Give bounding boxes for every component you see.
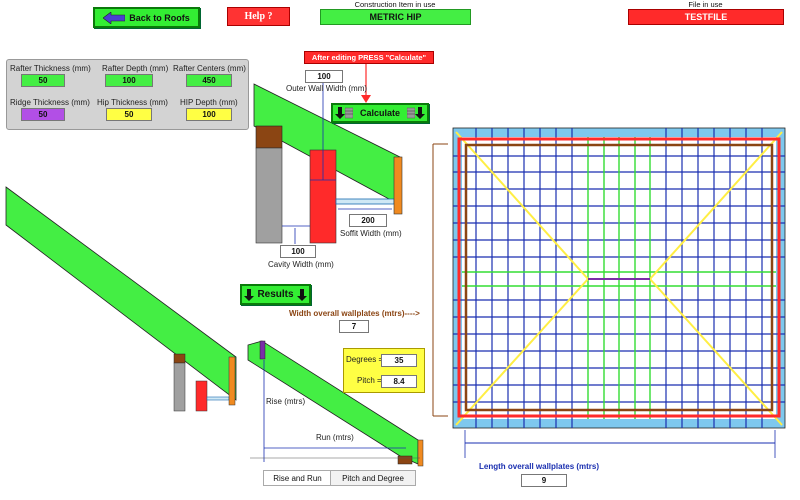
rafter-thickness-input[interactable]: 50 [21,74,65,87]
file-caption: File in use [688,0,723,9]
file-in-use-display: TESTFILE [628,9,784,25]
roof-plan [452,127,786,429]
back-to-roofs-label: Back to Roofs [129,12,190,23]
rafter-centers-input[interactable]: 450 [186,74,232,87]
spring-icon [345,107,353,119]
width-overall-label: Width overall wallplates (mtrs)----> [289,309,420,318]
results-button[interactable]: Results [240,284,311,305]
back-to-roofs-button[interactable]: Back to Roofs [93,7,200,28]
degrees-label: Degrees = [346,355,384,364]
detail-soffit [335,198,395,205]
run-label: Run (mtrs) [316,433,354,442]
detail-fascia [393,156,403,215]
detail-wallplate [255,125,283,149]
hip-thickness-input[interactable]: 50 [106,108,152,121]
rise-label: Rise (mtrs) [266,397,306,406]
help-label: Help ? [244,11,273,22]
soffit-width-input[interactable]: 200 [349,214,387,227]
results-label: Results [257,289,294,300]
pitch-results-panel: Degrees = 35 Pitch = 8.4 [343,348,425,393]
hip-depth-label: HIP Depth (mm) [180,98,238,107]
cavity-width-label: Cavity Width (mm) [268,260,334,269]
detail-inner-wall [255,147,283,244]
construction-item-display: METRIC HIP [320,9,471,25]
arrow-down-icon [297,288,307,301]
arrow-left-icon [103,11,126,24]
ridge-thickness-label: Ridge Thickness (mm) [10,98,90,107]
pitch-label: Pitch = [357,376,382,385]
ridge-thickness-input[interactable]: 50 [21,108,65,121]
hip-thickness-label: Hip Thickness (mm) [97,98,168,107]
hip-depth-input[interactable]: 100 [186,108,232,121]
tab-pitch-and-degree[interactable]: Pitch and Degree [330,470,416,486]
rafter-depth-label: Rafter Depth (mm) [102,64,169,73]
outer-wall-width-label: Outer Wall Width (mm) [286,84,368,93]
length-overall-value: 9 [521,474,567,487]
length-overall-label: Length overall wallplates (mtrs) [479,462,600,471]
construction-caption: Construction Item in use [354,0,436,9]
arrow-down-icon [335,107,345,119]
edit-note-banner: After editing PRESS "Calculate" [304,51,434,64]
spring-icon [407,107,415,119]
arrow-down-icon [415,107,425,119]
soffit-width-label: Soffit Width (mm) [340,229,402,238]
dimension-input-panel: Rafter Thickness (mm) 50 Rafter Depth (m… [6,59,249,130]
outer-wall-width-input[interactable]: 100 [305,70,343,83]
calculate-label: Calculate [359,108,401,118]
section-rafter [5,186,237,401]
pitch-value: 8.4 [381,375,417,388]
cavity-width-input[interactable]: 100 [280,245,316,258]
degrees-value: 35 [381,354,417,367]
rafter-thickness-label: Rafter Thickness (mm) [10,64,91,73]
calculate-button[interactable]: Calculate [331,103,429,123]
width-overall-value: 7 [339,320,369,333]
rafter-depth-input[interactable]: 100 [105,74,153,87]
help-button[interactable]: Help ? [227,7,290,26]
rafter-centers-label: Rafter Centers (mm) [173,64,246,73]
tab-rise-and-run[interactable]: Rise and Run [263,470,332,486]
arrow-down-icon [244,288,254,301]
